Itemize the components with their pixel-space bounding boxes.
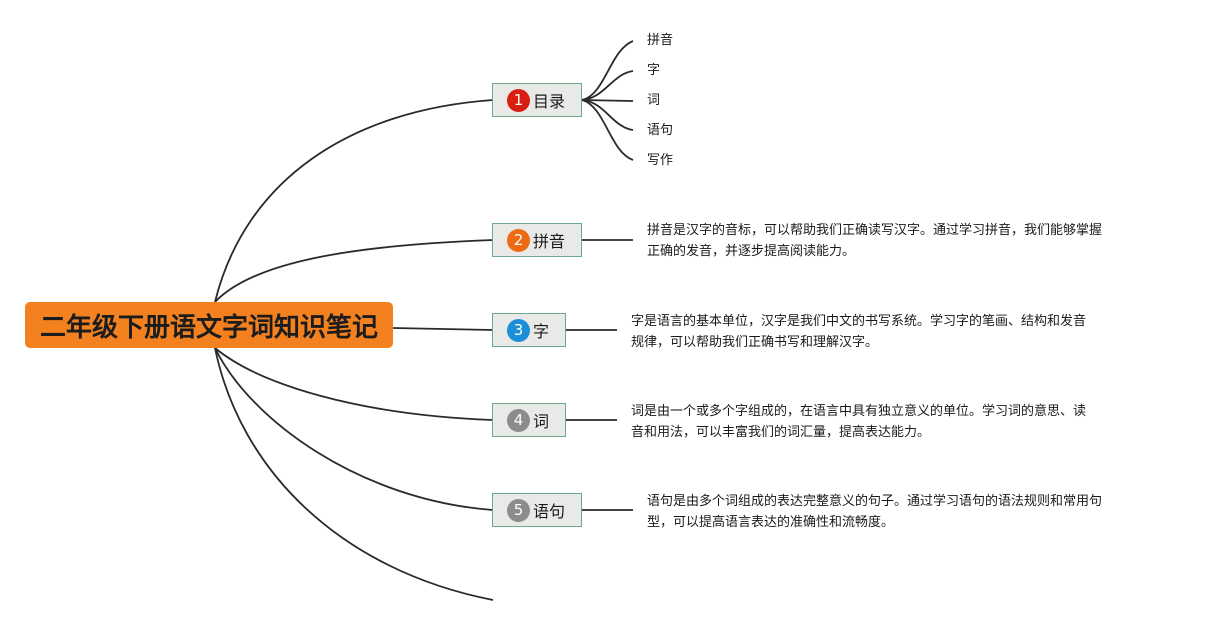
desc-zi[interactable]: 字是语言的基本单位，汉字是我们中文的书写系统。学习字的笔画、结构和发音 规律，可… <box>631 311 1171 353</box>
desc-line: 词是由一个或多个字组成的，在语言中具有独立意义的单位。学习词的意思、读 <box>631 404 1087 419</box>
branch-line-4 <box>214 347 494 421</box>
toc-line-5 <box>581 99 634 161</box>
toc-item-xiezuo[interactable]: 写作 <box>647 153 674 168</box>
toc-item-zi[interactable]: 字 <box>647 63 661 78</box>
number-3-icon: 3 <box>507 318 530 342</box>
root-title: 二年级下册语文字词知识笔记 <box>39 312 378 343</box>
topic-label: 目录 <box>533 92 566 111</box>
branch-line-6 <box>214 347 494 601</box>
desc-line: 规律，可以帮助我们正确书写和理解汉字。 <box>631 335 879 350</box>
desc-juzi[interactable]: 语句是由多个词组成的表达完整意义的句子。通过学习语句的语法规则和常用句 型，可以… <box>647 491 1167 533</box>
desc-pinyin[interactable]: 拼音是汉字的音标，可以帮助我们正确读写汉字。通过学习拼音，我们能够掌握 正确的发… <box>647 220 1167 262</box>
branch-line-1 <box>214 99 494 303</box>
toc-item-ci[interactable]: 词 <box>647 93 661 108</box>
desc-line: 音和用法，可以丰富我们的词汇量，提高表达能力。 <box>631 425 931 440</box>
number-2-icon: 2 <box>507 228 530 252</box>
number-5-icon: 5 <box>507 498 530 522</box>
topic-ci[interactable]: 4 词 <box>492 403 566 437</box>
topic-zi[interactable]: 3 字 <box>492 313 566 347</box>
desc-line: 型，可以提高语言表达的准确性和流畅度。 <box>647 515 895 530</box>
topic-mulu[interactable]: 1 目录 <box>492 83 582 117</box>
topic-pinyin[interactable]: 2 拼音 <box>492 223 582 257</box>
topic-label: 拼音 <box>533 232 566 251</box>
branch-line-5 <box>214 347 494 511</box>
desc-line: 语句是由多个词组成的表达完整意义的句子。通过学习语句的语法规则和常用句 <box>647 494 1103 509</box>
topic-label: 词 <box>533 412 550 431</box>
desc-ci[interactable]: 词是由一个或多个字组成的，在语言中具有独立意义的单位。学习词的意思、读 音和用法… <box>631 401 1171 443</box>
toc-line-1 <box>581 40 634 101</box>
toc-item-pinyin[interactable]: 拼音 <box>647 33 674 48</box>
desc-line: 拼音是汉字的音标，可以帮助我们正确读写汉字。通过学习拼音，我们能够掌握 <box>647 223 1103 238</box>
toc-line-4 <box>581 99 634 131</box>
topic-label: 语句 <box>533 502 566 521</box>
toc-line-3 <box>581 99 634 102</box>
toc-item-juzi[interactable]: 语句 <box>647 123 674 138</box>
number-4-icon: 4 <box>507 408 530 432</box>
topic-juzi[interactable]: 5 语句 <box>492 493 582 527</box>
root-topic[interactable]: 二年级下册语文字词知识笔记 <box>25 302 393 348</box>
number-1-icon: 1 <box>507 88 530 112</box>
topic-label: 字 <box>533 322 550 341</box>
desc-line: 字是语言的基本单位，汉字是我们中文的书写系统。学习字的笔画、结构和发音 <box>631 314 1087 329</box>
branch-line-3 <box>392 327 494 331</box>
desc-line: 正确的发音，并逐步提高阅读能力。 <box>647 244 856 259</box>
toc-line-2 <box>581 70 634 101</box>
branch-line-2 <box>214 239 494 303</box>
